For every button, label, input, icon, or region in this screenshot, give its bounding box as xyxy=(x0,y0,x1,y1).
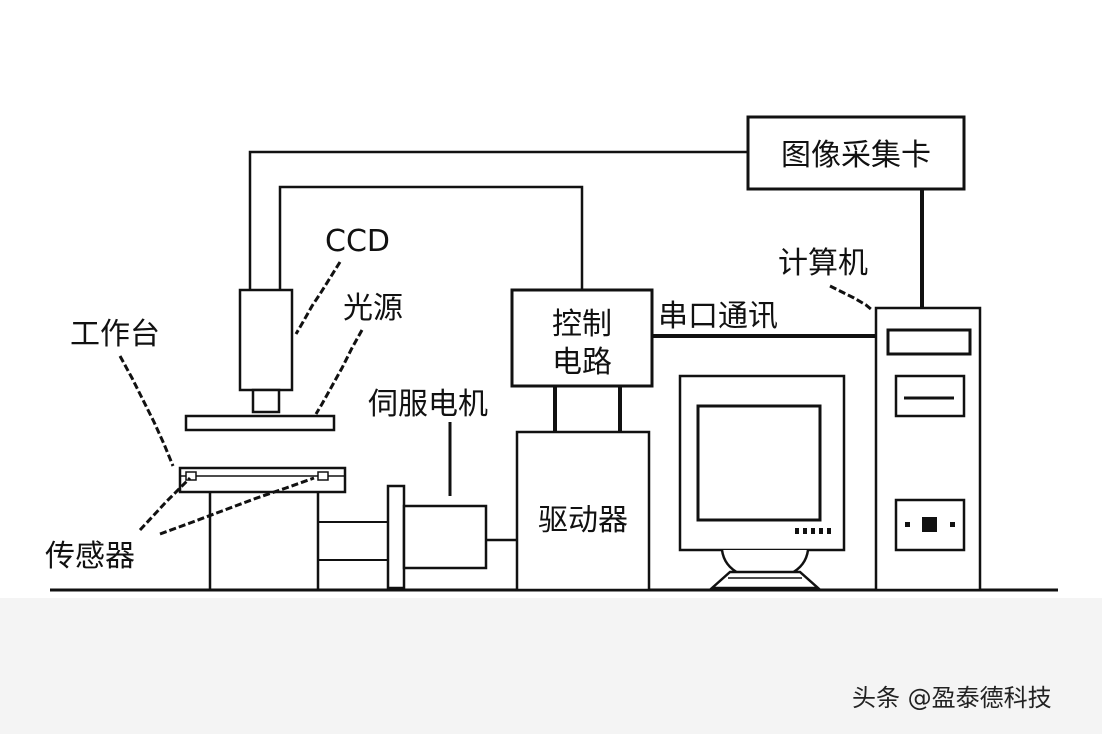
control-circuit-label-line2: 电路 xyxy=(552,345,612,380)
control-circuit-label-line1: 控制 xyxy=(552,307,612,342)
light-source-plate xyxy=(184,414,336,432)
computer-led-right xyxy=(950,522,955,527)
computer-led-left xyxy=(905,522,910,527)
monitor-base xyxy=(708,570,822,590)
ccd-label: CCD xyxy=(325,224,390,259)
driver-box xyxy=(515,430,651,592)
image-capture-card-box xyxy=(746,115,966,191)
sensor-right xyxy=(317,471,329,481)
computer-label: 计算机 xyxy=(778,246,868,281)
computer-leader-line xyxy=(829,284,873,312)
computer-power-button xyxy=(922,517,937,532)
ccd-to-control-cable xyxy=(278,185,584,290)
ccd-camera-lens xyxy=(251,388,281,414)
ground-band xyxy=(0,598,1102,734)
ccd-leader-line xyxy=(294,261,342,335)
watermark-text: 头条 @盈泰德科技 xyxy=(852,684,1052,712)
sensor-label: 传感器 xyxy=(45,539,135,574)
sensor-left xyxy=(185,471,197,481)
driver-label: 驱动器 xyxy=(538,503,628,538)
worktable-label: 工作台 xyxy=(70,317,160,352)
serial-comm-label: 串口通讯 xyxy=(658,299,778,334)
light-source-label: 光源 xyxy=(343,291,403,326)
monitor-screen xyxy=(696,404,822,522)
image-capture-card-label: 图像采集卡 xyxy=(781,138,931,173)
monitor-vents xyxy=(795,528,831,534)
servo-motor-flange xyxy=(386,484,406,590)
servo-motor-body xyxy=(402,504,488,570)
worktable-leader-line xyxy=(118,355,175,467)
ccd-camera-body xyxy=(238,288,294,392)
computer-drive-bay xyxy=(886,328,972,356)
sensor-leader-line-right xyxy=(159,476,315,536)
light-source-leader-line xyxy=(314,329,364,415)
computer-floppy-bay xyxy=(894,374,966,418)
ccd-to-card-cable xyxy=(248,150,748,290)
sensor-leader-line-left xyxy=(138,476,192,532)
servo-motor-label: 伺服电机 xyxy=(368,387,488,422)
monitor-neck xyxy=(720,549,810,576)
